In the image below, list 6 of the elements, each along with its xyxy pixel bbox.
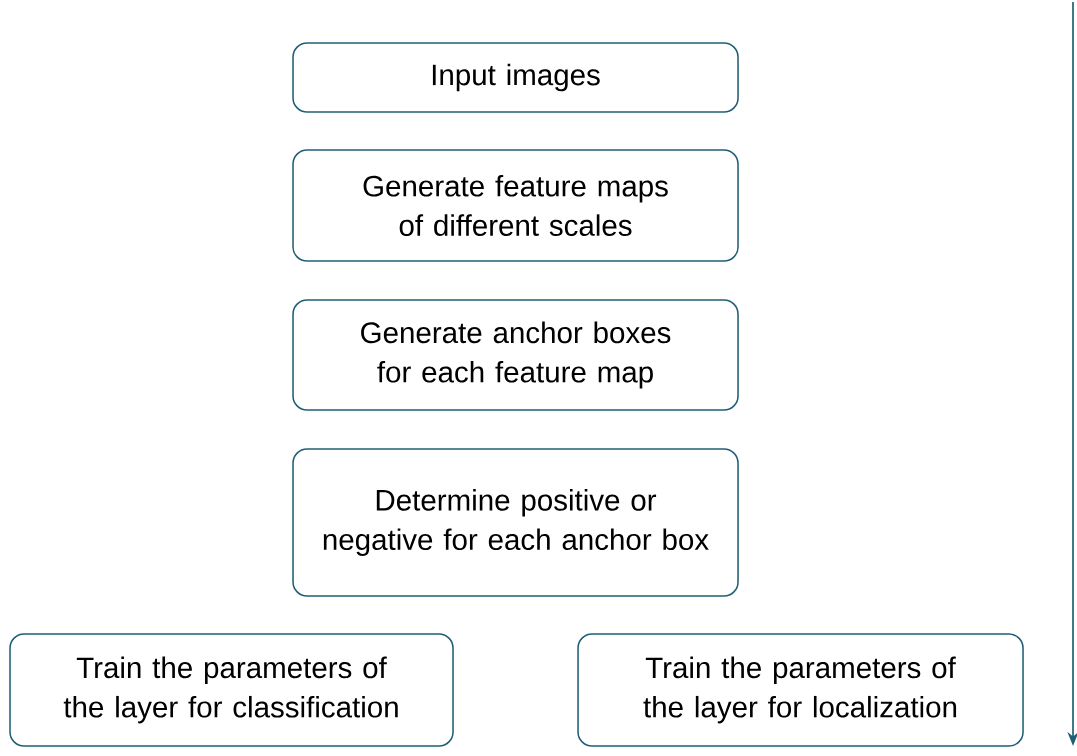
process-box: Determine positive or negative for each anchor box: [292, 448, 739, 597]
process-box: Train the parameters of the layer for localization: [577, 633, 1024, 747]
process-box: Generate feature maps of different scales: [292, 149, 739, 262]
process-box: Generate anchor boxes for each feature map: [292, 299, 739, 411]
process-box: Train the parameters of the layer for classification: [9, 633, 454, 747]
process-box: Input images: [292, 42, 739, 113]
